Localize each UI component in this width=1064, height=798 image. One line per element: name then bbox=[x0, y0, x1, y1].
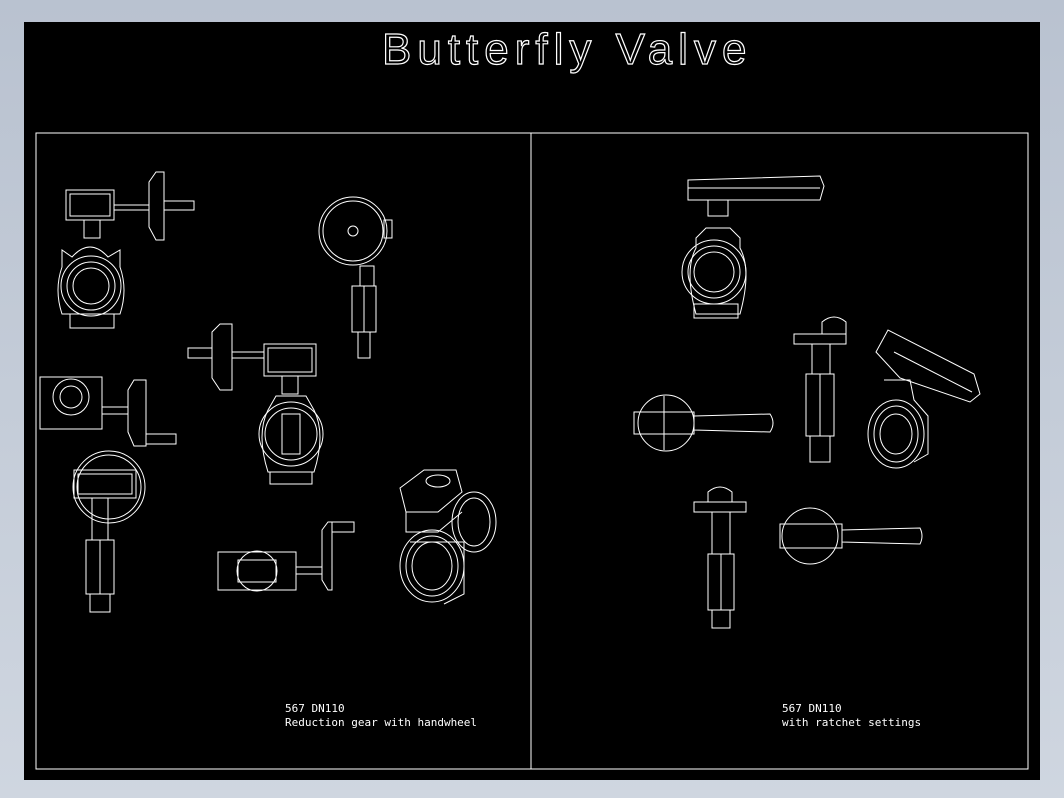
valve-side-view-bottom-left bbox=[72, 450, 146, 613]
drawing-title: Butterfly Valve bbox=[382, 25, 752, 74]
valve-ratchet-top-view bbox=[633, 394, 774, 452]
valve-ratchet-side-view-bottom bbox=[693, 486, 747, 629]
left-panel: 567 DN110 Reduction gear with handwheel bbox=[39, 171, 497, 729]
valve-handwheel-side-view bbox=[39, 376, 177, 447]
outer-frame bbox=[35, 132, 1029, 770]
valve-ratchet-side-view bbox=[793, 316, 847, 463]
left-caption-line2: Reduction gear with handwheel bbox=[285, 716, 477, 729]
valve-gear-center bbox=[187, 323, 324, 485]
right-caption-line1: 567 DN110 bbox=[782, 702, 842, 715]
valve-ratchet-isometric bbox=[867, 329, 981, 469]
cad-drawing: Butterfly Valve bbox=[35, 24, 1029, 770]
valve-gear-front-view bbox=[57, 171, 195, 329]
valve-ratchet-top-view-bottom bbox=[779, 507, 923, 565]
left-caption-line1: 567 DN110 bbox=[285, 702, 345, 715]
valve-side-view-top bbox=[318, 196, 393, 359]
right-caption-line2: with ratchet settings bbox=[782, 716, 921, 729]
valve-gear-top-view bbox=[217, 521, 355, 592]
valve-isometric-view bbox=[399, 469, 497, 605]
valve-ratchet-front-view bbox=[681, 175, 825, 319]
cad-drawing-canvas[interactable]: Butterfly Valve bbox=[24, 22, 1040, 780]
right-panel: 567 DN110 with ratchet settings bbox=[633, 175, 981, 729]
